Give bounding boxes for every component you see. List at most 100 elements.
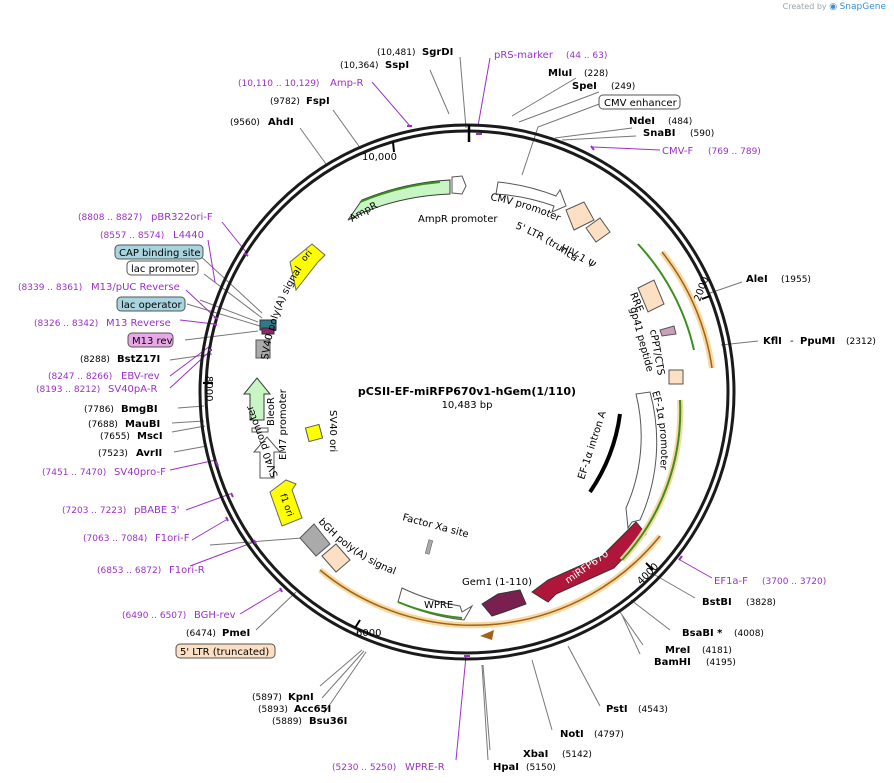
m13-rev-label: M13 rev [132, 336, 173, 347]
enzyme-kpni[interactable]: KpnI [288, 692, 314, 703]
cap-binding-box[interactable] [114, 244, 204, 260]
ef1a-promoter-arrow [625, 391, 658, 530]
coord-mlui: (228) [584, 69, 608, 79]
ef1a-intron-bar [588, 413, 622, 494]
coord-ef1af: (3700 .. 3720) [762, 577, 826, 587]
enzyme-msci[interactable]: MscI [137, 431, 163, 442]
cppt-box [668, 369, 684, 385]
enzyme-hpai[interactable]: HpaI [493, 762, 519, 773]
ampr-orf-line [359, 181, 441, 203]
enzyme-acc65i[interactable]: Acc65I [294, 704, 331, 715]
ltr-3-box [321, 543, 351, 573]
hiv1-psi-box [585, 217, 611, 243]
ltr-truncated-label-box[interactable] [175, 643, 276, 659]
coord-sgrdi: (10,481) [377, 48, 416, 58]
coord-acc65i: (5893) [258, 705, 288, 715]
primer-bghrev[interactable]: BGH-rev [194, 610, 236, 621]
gem1-arrow [481, 589, 527, 617]
enzyme-xbai[interactable]: XbaI [523, 749, 548, 760]
enzyme-mrei[interactable]: MreI [665, 645, 690, 656]
primer-prs-marker[interactable]: pRS-marker [494, 50, 554, 61]
enzyme-sspi[interactable]: SspI [385, 60, 409, 71]
primer-f1orir[interactable]: F1ori-R [169, 565, 205, 576]
enzyme-spei[interactable]: SpeI [572, 81, 597, 92]
coord-xbai: (5142) [562, 750, 592, 760]
em7-promoter-arrow [251, 427, 269, 433]
enzyme-ppumi[interactable]: PpuMI [800, 336, 835, 347]
primer-sv40pro[interactable]: SV40pro-F [114, 467, 166, 478]
primer-m13puc[interactable]: M13/pUC Reverse [91, 282, 180, 293]
primer-cmv-f[interactable]: CMV-F [662, 146, 693, 157]
lac-promoter-box[interactable] [126, 260, 199, 276]
coord-kpni: (5897) [252, 693, 282, 703]
coord-cmv-f: (769 .. 789) [708, 147, 761, 157]
enzyme-bstbi[interactable]: BstBI [702, 597, 732, 608]
enzyme-mlui[interactable]: MluI [548, 68, 572, 79]
sv40-ori-box [304, 423, 324, 443]
plasmid-name: pCSII-EF-miRFP670v1-hGem(1/110) [358, 385, 576, 398]
primer-pbr322[interactable]: pBR322ori-F [151, 212, 213, 223]
em7-promoter-label: EM7 promoter [278, 388, 289, 460]
coord-pbr322: (8808 .. 8827) [78, 213, 142, 223]
enzyme-ahdi[interactable]: AhdI [268, 117, 294, 128]
tick-label-2000: 2000 [692, 275, 711, 303]
m13-rev-label-box[interactable] [127, 332, 174, 348]
enzyme-bmgbi[interactable]: BmgBI [121, 404, 158, 415]
tick-label-4000: 4000 [635, 561, 661, 587]
coord-m13puc: (8339 .. 8361) [18, 283, 82, 293]
coord-bghrev: (6490 .. 6507) [122, 611, 186, 621]
primer-m13r[interactable]: M13 Reverse [106, 318, 171, 329]
primer-pbabe[interactable]: pBABE 3' [134, 505, 180, 516]
enzyme-snabi[interactable]: SnaBI [643, 128, 675, 139]
cap-binding-label: CAP binding site [119, 248, 201, 259]
enzyme-noti[interactable]: NotI [560, 729, 584, 740]
enzyme-alei[interactable]: AleI [746, 274, 768, 285]
primer-ef1af[interactable]: EF1a-F [714, 576, 748, 587]
enzyme-fspi[interactable]: FspI [306, 96, 330, 107]
enzyme-maubi[interactable]: MauBI [125, 419, 160, 430]
primer-sv40par[interactable]: SV40pA-R [108, 384, 157, 395]
rre-box [637, 279, 665, 313]
primer-f1orif[interactable]: F1ori-F [155, 533, 190, 544]
sv40-polya-label: SV40 poly(A) signal [260, 265, 304, 361]
enzyme-bsabi[interactable]: BsaBI * [682, 628, 723, 639]
orf-right-upper-line [637, 243, 695, 351]
primer-amp-r[interactable]: Amp-R [330, 78, 364, 89]
lac-promoter-label: lac promoter [131, 264, 196, 275]
wpre-label: WPRE [424, 600, 453, 611]
enzyme-kfli[interactable]: KflI [763, 336, 782, 347]
factor-xa-box [424, 539, 434, 555]
primer-ebvrev[interactable]: EBV-rev [121, 371, 160, 382]
enzyme-bstz17i[interactable]: BstZ17I [117, 354, 160, 365]
coord-pmei: (6474) [186, 629, 216, 639]
coord-avrii: (7523) [98, 449, 128, 459]
coord-prs-marker: (44 .. 63) [566, 51, 607, 61]
enzyme-separator: - [790, 336, 794, 347]
enzyme-bsu36i[interactable]: Bsu36I [309, 716, 347, 727]
snapgene-logo: ◉ [829, 2, 838, 12]
lac-operator-label: lac operator [121, 300, 182, 311]
f1-ori-arrow [269, 479, 303, 527]
bgh-polya-box [299, 523, 331, 557]
coord-fspi: (9782) [270, 97, 300, 107]
coord-ahdi: (9560) [230, 118, 260, 128]
primer-wpre-r[interactable]: WPRE-R [405, 762, 445, 773]
coord-alei: (1955) [781, 275, 811, 285]
enzyme-sgrdi[interactable]: SgrDI [422, 47, 453, 58]
enzyme-avrii[interactable]: AvrII [136, 448, 162, 459]
cmv-enhancer-box[interactable] [598, 94, 681, 110]
enzyme-pmei[interactable]: PmeI [222, 628, 250, 639]
enzyme-psti[interactable]: PstI [606, 704, 628, 715]
backbone-outer-ring [198, 123, 736, 661]
lac-operator-label-box[interactable] [116, 296, 186, 312]
plasmid-size: 10,483 bp [442, 400, 493, 411]
bgh-label: bGH poly(A) signal [316, 517, 398, 578]
primer-l4440[interactable]: L4440 [173, 230, 204, 241]
coord-snabi: (590) [690, 129, 714, 139]
coord-bsabi: (4008) [734, 629, 764, 639]
enzyme-bamhi[interactable]: BamHI [654, 657, 691, 668]
coord-ebvrev: (8247 .. 8266) [48, 372, 112, 382]
enzyme-ndei[interactable]: NdeI [629, 116, 655, 127]
orf-bottom-line [319, 535, 661, 627]
